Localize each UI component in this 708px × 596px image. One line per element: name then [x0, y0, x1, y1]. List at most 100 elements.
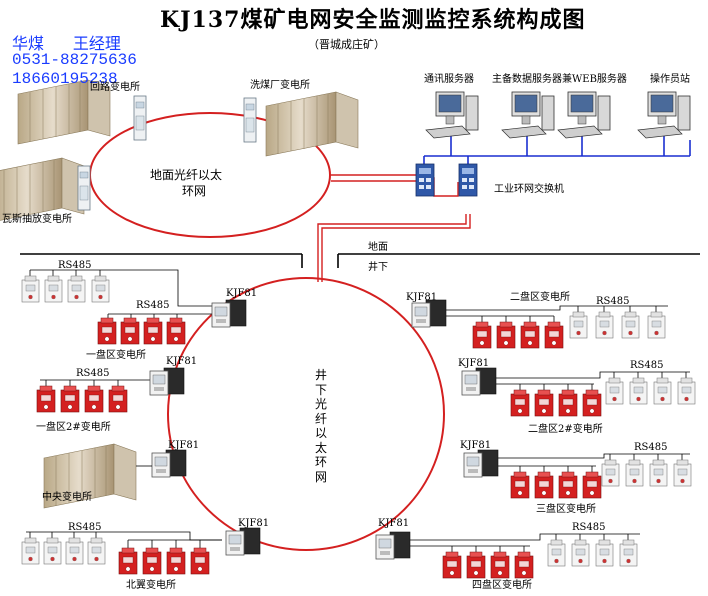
- switch-icon-2: [458, 163, 478, 197]
- switchgear-unit: [44, 275, 63, 303]
- switchgear-unit: [143, 317, 163, 345]
- kjf81-node-icon: [411, 299, 447, 328]
- switchgear-unit: [60, 385, 80, 413]
- label-ring-switch: 工业环网交换机: [494, 184, 564, 195]
- db-server-icon: [501, 91, 555, 139]
- underground-fiber-ring: [167, 277, 445, 551]
- rs485-label: RS485: [634, 442, 668, 453]
- switchgear-unit: [605, 377, 624, 405]
- label-panqu-2-2-substation: 二盘区2#变电所: [528, 424, 603, 435]
- label-loop-substation: 回路变电所: [90, 82, 140, 93]
- ground-boundary: [20, 253, 700, 268]
- rs485-label: RS485: [68, 522, 102, 533]
- switchgear-unit: [490, 551, 510, 579]
- switchgear-unit: [677, 377, 696, 405]
- switchgear-unit: [673, 459, 692, 487]
- switchgear-unit: [595, 539, 614, 567]
- rs485-label: RS485: [76, 368, 110, 379]
- rs485-bus-left-top: [29, 269, 218, 318]
- switchgear-unit: [629, 377, 648, 405]
- label-underground: 井下: [368, 262, 388, 273]
- switchgear-unit: [166, 547, 186, 575]
- ring-char: 井: [314, 368, 327, 382]
- fiber-links: [317, 174, 471, 282]
- label-operator-station: 操作员站: [650, 74, 690, 85]
- switchgear-unit: [558, 471, 578, 499]
- switchgear-unit: [621, 311, 640, 339]
- switchgear-unit: [558, 389, 578, 417]
- label-central-substation: 中央变电所: [42, 492, 92, 503]
- switchgear-unit: [67, 275, 86, 303]
- label-comm-server: 通讯服务器: [424, 74, 474, 85]
- ring-char: 下: [314, 382, 327, 397]
- kjf81-node-icon: [211, 299, 247, 328]
- switchgear-unit: [36, 385, 56, 413]
- switchgear-unit: [65, 537, 84, 565]
- switchgear-unit: [142, 547, 162, 575]
- panel-loop-substation: [133, 95, 147, 141]
- rs485-label: RS485: [58, 260, 92, 271]
- switchgear-unit: [601, 459, 620, 487]
- label-panqu-2-substation: 二盘区变电所: [510, 292, 570, 303]
- switchgear-unit: [472, 321, 492, 349]
- label-panqu-1-2-substation: 一盘区2#变电所: [36, 422, 111, 433]
- kjf81-label: KJF81: [238, 518, 270, 529]
- panel-gas-substation: [77, 165, 91, 211]
- kjf81-node-icon: [375, 531, 411, 560]
- switchgear-unit: [653, 377, 672, 405]
- rs485-bus-right-top: [424, 305, 668, 322]
- kjf81-node-icon: [463, 449, 499, 478]
- switchgear-unit: [21, 275, 40, 303]
- rs485-label: RS485: [630, 360, 664, 371]
- switchgear-unit: [569, 311, 588, 339]
- label-gas-substation: 瓦斯抽放变电所: [2, 214, 72, 225]
- ring-char: 光: [314, 397, 327, 411]
- label-surface: 地面: [368, 242, 388, 253]
- label-panqu-4-substation: 四盘区变电所: [472, 580, 532, 591]
- contact-company: 华煤: [12, 36, 45, 54]
- comm-server-icon: [425, 91, 479, 139]
- panel-washery-substation: [243, 97, 257, 143]
- ring-char: 环: [314, 455, 327, 469]
- switchgear-unit: [84, 385, 104, 413]
- switchgear-unit: [514, 551, 534, 579]
- switchgear-unit: [190, 547, 210, 575]
- switchgear-unit: [534, 471, 554, 499]
- switchgear-unit: [510, 389, 530, 417]
- switchgear-unit: [544, 321, 564, 349]
- label-panqu-3-substation: 三盘区变电所: [536, 504, 596, 515]
- kjf81-label: KJF81: [226, 288, 258, 299]
- switchgear-unit: [108, 385, 128, 413]
- switchgear-unit: [647, 311, 666, 339]
- switchgear-unit: [442, 551, 462, 579]
- label-beiyi-substation: 北翼变电所: [126, 580, 176, 591]
- switchgear-unit: [120, 317, 140, 345]
- switchgear-unit: [595, 311, 614, 339]
- kjf81-label: KJF81: [460, 440, 492, 451]
- switchgear-unit: [43, 537, 62, 565]
- underground-ring-label: 井 下 光 纤 以 太 环 网: [314, 368, 328, 484]
- switchgear-unit: [118, 547, 138, 575]
- kjf81-node-icon: [149, 367, 185, 396]
- ring-char: 网: [314, 469, 327, 484]
- rs485-label: RS485: [596, 296, 630, 307]
- kjf81-label: KJF81: [406, 292, 438, 303]
- contact-phone-1: 0531-88275636: [12, 51, 137, 69]
- diagram-subtitle: （晋城成庄矿）: [308, 38, 385, 51]
- operator-station-icon: [637, 91, 691, 139]
- label-washery-substation: 洗煤厂变电所: [250, 80, 310, 91]
- switchgear-unit: [571, 539, 590, 567]
- surface-ring-label-1: 地面光纤以太: [150, 168, 223, 182]
- switchgear-unit: [582, 389, 602, 417]
- kjf81-node-icon: [151, 449, 187, 478]
- switchgear-unit: [466, 551, 486, 579]
- switchgear-unit: [97, 317, 117, 345]
- switchgear-unit: [582, 471, 602, 499]
- switchgear-unit: [534, 389, 554, 417]
- kjf81-node-icon: [225, 527, 261, 556]
- switchgear-unit: [649, 459, 668, 487]
- kjf81-label: KJF81: [378, 518, 410, 529]
- contact-name-line: 华煤 王经理: [12, 30, 121, 54]
- contact-person: 王经理: [72, 36, 121, 54]
